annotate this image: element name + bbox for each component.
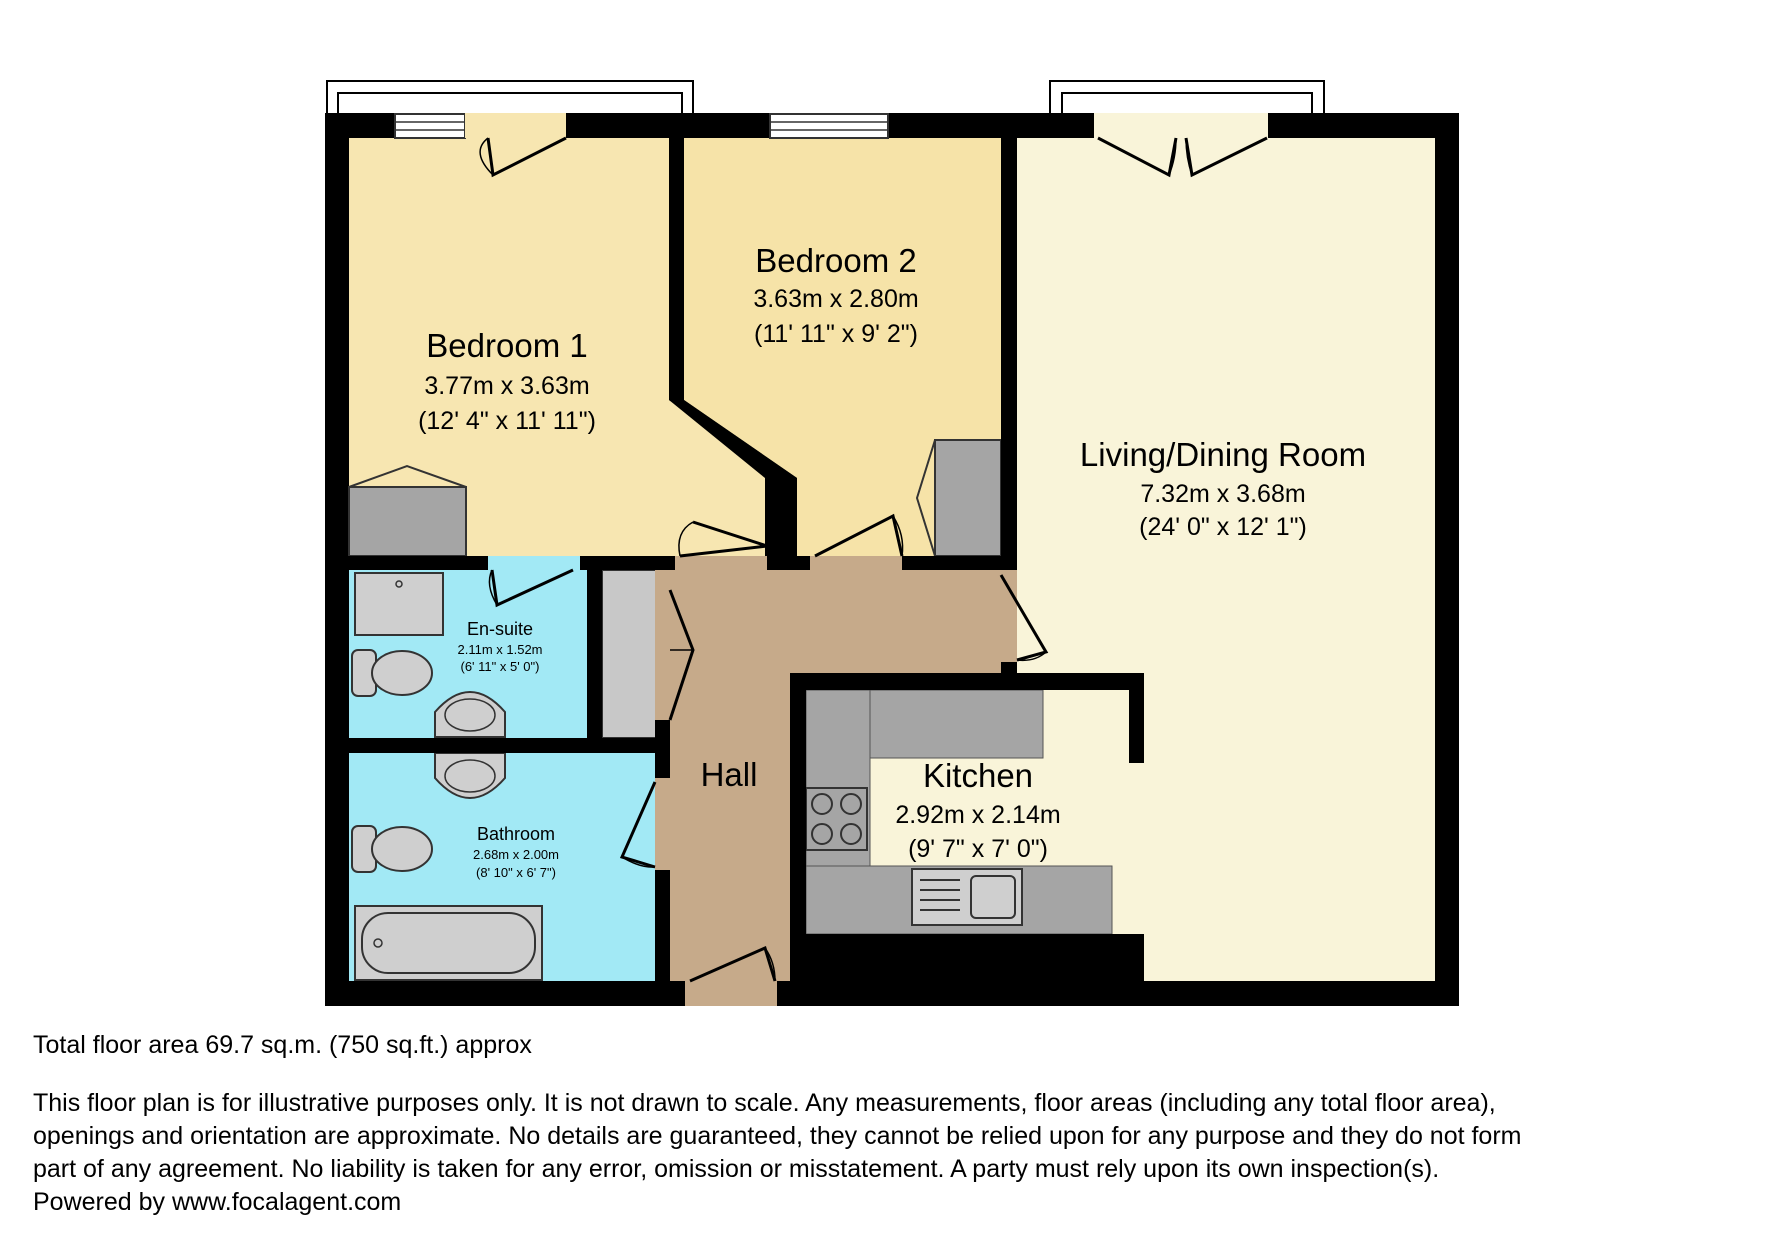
- hall-floor: [657, 570, 1001, 981]
- sink-icon: [911, 868, 1023, 926]
- room-imperial-living: (24' 0" x 12' 1"): [1139, 513, 1307, 541]
- disclaimer-line: This floor plan is for illustrative purp…: [33, 1089, 1496, 1117]
- window-icon: [769, 113, 889, 139]
- room-metric-bedroom1: 3.77m x 3.63m: [424, 372, 589, 400]
- basin-icon: [434, 691, 506, 738]
- room-imperial-ensuite: (6' 11" x 5' 0"): [461, 659, 540, 674]
- room-name-bedroom2: Bedroom 2: [755, 242, 916, 279]
- bath-icon: [354, 905, 543, 981]
- room-name-living: Living/Dining Room: [1080, 436, 1366, 473]
- hob-icon: [805, 787, 868, 851]
- bedroom1-wardrobe: [348, 486, 467, 557]
- bedroom2-wardrobe: [934, 439, 1002, 557]
- kitchen-plinth: [790, 934, 1144, 981]
- room-imperial-bedroom1: (12' 4" x 11' 11"): [418, 407, 596, 435]
- wardrobe-door-icon: [348, 464, 467, 488]
- toilet-icon: [351, 649, 433, 697]
- balcony-right: [1049, 80, 1325, 115]
- bedroom2-floor: [684, 138, 1001, 556]
- room-metric-living: 7.32m x 3.68m: [1140, 480, 1305, 508]
- hall-cupboard: [601, 569, 658, 739]
- room-imperial-bedroom2: (11' 11" x 9' 2"): [754, 320, 918, 348]
- room-metric-bathroom: 2.68m x 2.00m: [473, 847, 559, 862]
- room-metric-kitchen: 2.92m x 2.14m: [895, 801, 1060, 829]
- room-metric-bedroom2: 3.63m x 2.80m: [753, 285, 918, 313]
- wardrobe-door-icon: [915, 439, 936, 557]
- room-name-kitchen: Kitchen: [923, 757, 1033, 794]
- room-name-ensuite: En-suite: [467, 619, 533, 639]
- disclaimer-line: part of any agreement. No liability is t…: [33, 1155, 1440, 1183]
- disclaimer: This floor plan is for illustrative purp…: [33, 1087, 1753, 1219]
- interior-walls: [340, 130, 1144, 1006]
- basin-icon: [434, 752, 506, 799]
- balcony-left: [326, 80, 694, 115]
- bedroom1-angled-floor: [669, 400, 765, 556]
- total-floor-area: Total floor area 69.7 sq.m. (750 sq.ft.)…: [33, 1031, 532, 1059]
- window-icon: [394, 113, 466, 139]
- toilet-icon: [351, 825, 433, 873]
- disclaimer-line: openings and orientation are approximate…: [33, 1122, 1522, 1150]
- room-name-hall: Hall: [701, 756, 758, 793]
- room-name-bathroom: Bathroom: [477, 824, 555, 844]
- room-metric-ensuite: 2.11m x 1.52m: [457, 642, 542, 657]
- powered-by-line: Powered by www.focalagent.com: [33, 1188, 402, 1216]
- door-swings: [479, 136, 1268, 983]
- room-imperial-bathroom: (8' 10" x 6' 7"): [476, 865, 556, 880]
- door-openings: [465, 113, 1268, 1006]
- room-imperial-kitchen: (9' 7" x 7' 0"): [908, 835, 1048, 863]
- room-name-bedroom1: Bedroom 1: [426, 327, 587, 364]
- shower-tray-icon: [354, 572, 444, 636]
